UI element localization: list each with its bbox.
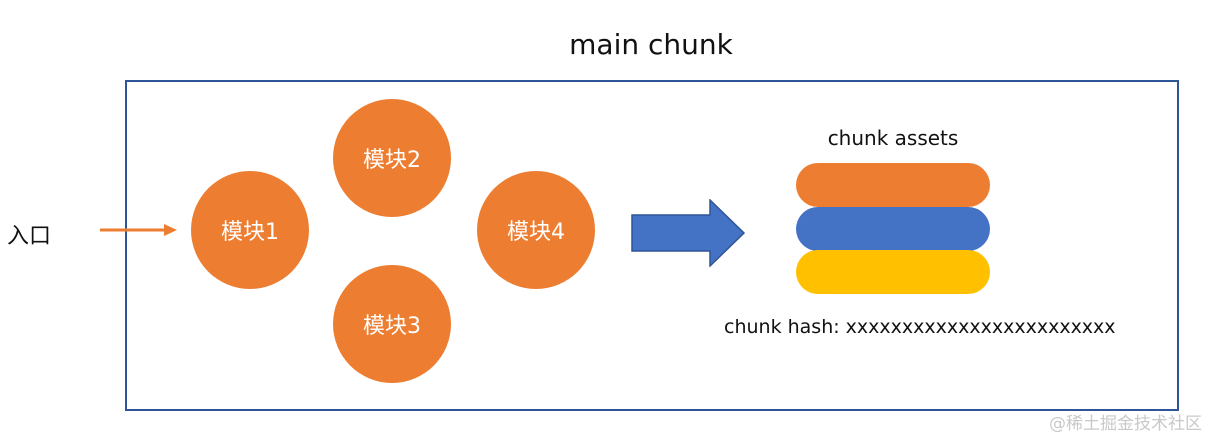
- module-1-label: 模块1: [221, 220, 279, 245]
- module-3: 模块3: [333, 265, 451, 383]
- module-2: 模块2: [333, 99, 451, 217]
- module-1: 模块1: [191, 171, 309, 289]
- asset-bar-yellow: [796, 250, 990, 294]
- module-4: 模块4: [477, 171, 595, 289]
- diagram-title: main chunk: [569, 28, 733, 61]
- transform-arrow-icon: [631, 199, 746, 267]
- module-2-label: 模块2: [363, 148, 421, 173]
- chunk-assets-label: chunk assets: [827, 126, 959, 150]
- module-4-label: 模块4: [507, 220, 565, 245]
- asset-bar-blue: [796, 207, 990, 251]
- chunk-hash-label: chunk hash: xxxxxxxxxxxxxxxxxxxxxxxx: [724, 316, 1116, 338]
- entry-label: 入口: [7, 224, 52, 249]
- watermark: @稀土掘金技术社区: [1049, 414, 1202, 434]
- asset-bar-orange: [796, 163, 990, 207]
- entry-arrow-icon: [100, 224, 177, 236]
- main-chunk-frame: [125, 80, 1179, 411]
- module-3-label: 模块3: [363, 314, 421, 339]
